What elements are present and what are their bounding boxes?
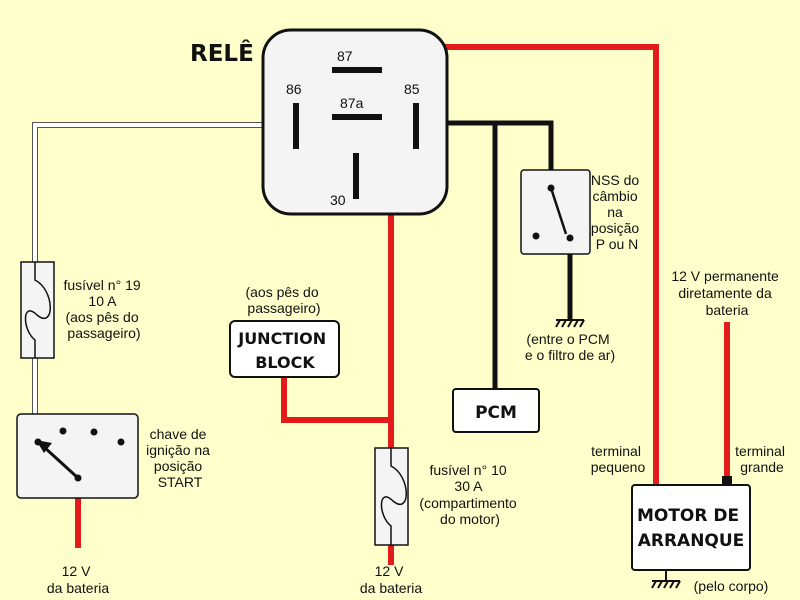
junction-block	[229, 320, 340, 378]
relay-pin-85: 85	[404, 81, 420, 97]
motor-line2: ARRANQUE	[638, 531, 745, 551]
fuse10-line3: (compartimento	[419, 495, 516, 511]
fuse19-line3: (aos pês do	[65, 309, 138, 325]
red-wire-junction	[281, 377, 391, 423]
terminal-large-line2: grande	[740, 459, 784, 475]
fuse-19	[20, 261, 55, 359]
relay-contact-86	[293, 103, 299, 149]
relay	[261, 28, 449, 216]
nss-line5: P ou N	[596, 236, 639, 252]
junction-label1: JUNCTION	[237, 329, 326, 348]
battery-mid-line1: 12 V	[375, 563, 404, 579]
svg-text:MOTOR DE ARRANQUE: MOTOR DE ARRANQUE	[637, 506, 745, 551]
relay-pin-30: 30	[330, 192, 346, 208]
permanent-line3: bateria	[706, 302, 749, 318]
junction-label2: BLOCK	[255, 353, 315, 372]
ignition-line2: ignição na	[146, 442, 210, 458]
ground-body-label: (pelo corpo)	[694, 578, 769, 594]
svg-text:chave de ignição na po: chave de ignição na posição START	[146, 426, 214, 490]
svg-text:12 V da bateria: 12 V da bateria	[47, 563, 109, 596]
nss-switch	[520, 169, 591, 255]
ground-symbol-pcm	[555, 319, 585, 328]
relay-contact-87	[332, 67, 382, 73]
motor-line1: MOTOR DE	[637, 506, 739, 526]
relay-title: RELÊ	[190, 39, 254, 67]
svg-text:JUNCTION BLOCK: JUNCTION BLOCK	[237, 329, 332, 372]
svg-text:12 V permanente diretament: 12 V permanente diretamente da bateria	[671, 268, 782, 318]
nss-line2: câmbio	[592, 188, 637, 204]
junction-note1: (aos pês do	[245, 284, 318, 300]
nss-line4: posição	[591, 220, 639, 236]
starter-terminal-large	[722, 476, 732, 485]
pcm-label: PCM	[475, 403, 517, 423]
svg-text:(aos pês do passageiro): (aos pês do passageiro)	[245, 284, 322, 316]
ignition-line3: posição	[154, 458, 202, 474]
terminal-large-line1: terminal	[735, 443, 785, 459]
relay-pin-86: 86	[286, 81, 302, 97]
relay-contact-85	[413, 103, 419, 149]
ignition-line1: chave de	[150, 426, 207, 442]
fuse10-line4: do motor)	[440, 511, 500, 527]
ignition-line4: START	[158, 474, 203, 490]
fuse10-line2: 30 A	[454, 478, 483, 494]
relay-contact-87a	[332, 114, 382, 120]
fuse19-line1: fusível n° 19	[63, 277, 140, 293]
red-wire-30	[357, 177, 394, 448]
svg-text:NSS do câmbio na p: NSS do câmbio na posição P ou N	[591, 172, 643, 252]
svg-text:terminal grande: terminal grande	[735, 443, 789, 475]
relay-pin-87a: 87a	[340, 95, 364, 111]
starter-motor-box	[631, 484, 751, 571]
terminal-small-line1: terminal	[591, 443, 641, 459]
fuse19-line2: 10 A	[88, 293, 117, 309]
relay-contact-30	[353, 153, 359, 199]
pcm-box	[452, 388, 540, 433]
battery-left-line2: da bateria	[47, 580, 109, 596]
nss-line1: NSS do	[591, 172, 639, 188]
svg-text:fusível n° 10 30 A (co: fusível n° 10 30 A (compartimento do mot…	[419, 462, 520, 527]
permanent-line1: 12 V permanente	[671, 268, 779, 284]
relay-pin-87: 87	[337, 48, 353, 64]
fuse10-line1: fusível n° 10	[429, 462, 506, 478]
terminal-small-line2: pequeno	[591, 459, 646, 475]
fuse-10	[374, 447, 409, 546]
nss-line3: na	[607, 204, 623, 220]
ground-pcm-line2: e o filtro de ar)	[525, 347, 615, 363]
svg-text:terminal pequeno: terminal pequeno	[591, 443, 646, 475]
white-wire-86	[32, 122, 296, 442]
battery-mid-line2: da bateria	[360, 580, 422, 596]
ground-pcm-line1: (entre o PCM	[526, 331, 609, 347]
ground-symbol-body	[651, 570, 681, 589]
permanent-line2: diretamente da	[678, 285, 772, 301]
ignition-switch	[16, 413, 139, 499]
svg-text:fusível n° 19 10 A (ao: fusível n° 19 10 A (aos pês do passageir…	[63, 277, 144, 341]
junction-note2: passageiro)	[247, 300, 320, 316]
svg-text:12 V da bateria: 12 V da bateria	[360, 563, 422, 596]
battery-left-line1: 12 V	[62, 563, 91, 579]
svg-text:(entre o PCM e o filtro de: (entre o PCM e o filtro de ar)	[525, 331, 615, 363]
fuse19-line4: passageiro)	[67, 325, 140, 341]
